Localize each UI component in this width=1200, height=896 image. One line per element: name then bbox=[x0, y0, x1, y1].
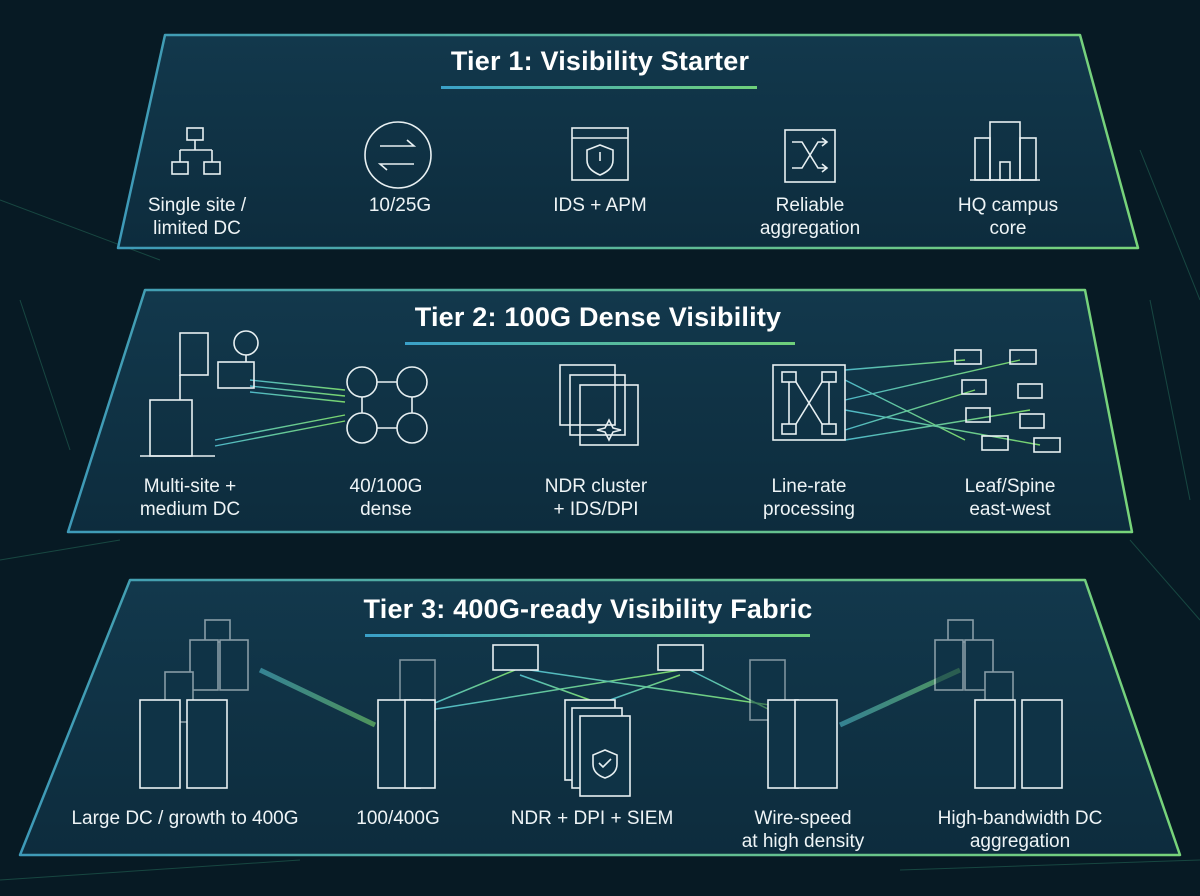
router-icon bbox=[364, 121, 432, 189]
label-line: High-bandwidth DC bbox=[937, 808, 1103, 829]
tier2-links bbox=[214, 359, 1041, 447]
label-line: Line-rate bbox=[771, 476, 847, 497]
tier1-label-1: Single site /limited DC bbox=[148, 194, 246, 240]
label-line: NDR cluster bbox=[544, 476, 648, 497]
tier3-title-underline bbox=[365, 634, 810, 637]
label-line: HQ campus bbox=[957, 195, 1059, 216]
tier1-title: Tier 1: Visibility Starter bbox=[450, 46, 750, 76]
label-line: Wire-speed bbox=[754, 808, 852, 829]
shuffle-switch-icon bbox=[784, 129, 836, 183]
tier3-label-1: Large DC / growth to 400G bbox=[71, 807, 298, 830]
label-line: medium DC bbox=[139, 499, 241, 520]
label-line: core bbox=[989, 218, 1027, 239]
tier3-links bbox=[230, 659, 975, 762]
shield-server-icon bbox=[564, 699, 631, 797]
label-line: Reliable bbox=[775, 195, 845, 216]
label-line: dense bbox=[360, 499, 412, 520]
server-cluster-icon bbox=[559, 364, 639, 446]
tier2-panel bbox=[66, 288, 1134, 534]
tier3-label-3: NDR + DPI + SIEM bbox=[511, 807, 674, 830]
label-line: Large DC / growth to 400G bbox=[71, 808, 299, 829]
router-mesh-icon bbox=[346, 366, 428, 444]
switch-icon bbox=[492, 644, 704, 671]
crossbar-switch-icon bbox=[772, 364, 846, 441]
label-line: + IDS/DPI bbox=[553, 499, 639, 520]
label-line: aggregation bbox=[759, 218, 861, 239]
leaf-spine-icon bbox=[954, 349, 1061, 453]
multi-building-icon bbox=[140, 330, 259, 457]
shield-window-icon bbox=[571, 127, 629, 181]
tier2-title: Tier 2: 100G Dense Visibility bbox=[414, 302, 782, 332]
label-line: NDR + DPI + SIEM bbox=[510, 808, 674, 829]
chassis-icon bbox=[749, 659, 838, 789]
server-rack-icon bbox=[139, 699, 228, 789]
tier1-label-3: IDS + APM bbox=[553, 194, 646, 217]
label-line: IDS + APM bbox=[553, 195, 647, 216]
tier1-links bbox=[225, 139, 975, 171]
label-line: Single site / bbox=[147, 195, 247, 216]
label-line: Leaf/Spine bbox=[964, 476, 1056, 497]
label-line: Multi-site + bbox=[143, 476, 237, 497]
server-rack-icon bbox=[164, 619, 249, 723]
label-line: aggregation bbox=[969, 831, 1071, 852]
label-line: at high density bbox=[741, 831, 865, 852]
tier3-label-2: 100/400G bbox=[356, 807, 439, 830]
label-line: 100/400G bbox=[356, 808, 440, 829]
chassis-icon bbox=[377, 659, 436, 789]
server-rack-icon bbox=[974, 699, 1063, 789]
background-network bbox=[0, 149, 1200, 881]
tier2-title-underline bbox=[405, 342, 795, 345]
label-line: east-west bbox=[969, 499, 1051, 520]
tier1-label-2: 10/25G bbox=[369, 194, 431, 217]
label-line: 10/25G bbox=[368, 195, 432, 216]
tier1-title-underline bbox=[441, 86, 757, 89]
label-line: 40/100G bbox=[349, 476, 423, 497]
tier2-label-3: NDR cluster+ IDS/DPI bbox=[545, 475, 647, 521]
label-line: limited DC bbox=[153, 218, 241, 239]
label-line: processing bbox=[763, 499, 855, 520]
tier2-label-1: Multi-site +medium DC bbox=[140, 475, 240, 521]
tier3-title: Tier 3: 400G-ready Visibility Fabric bbox=[363, 594, 813, 624]
network-topology-icon bbox=[171, 127, 221, 175]
office-building-icon bbox=[970, 121, 1040, 181]
